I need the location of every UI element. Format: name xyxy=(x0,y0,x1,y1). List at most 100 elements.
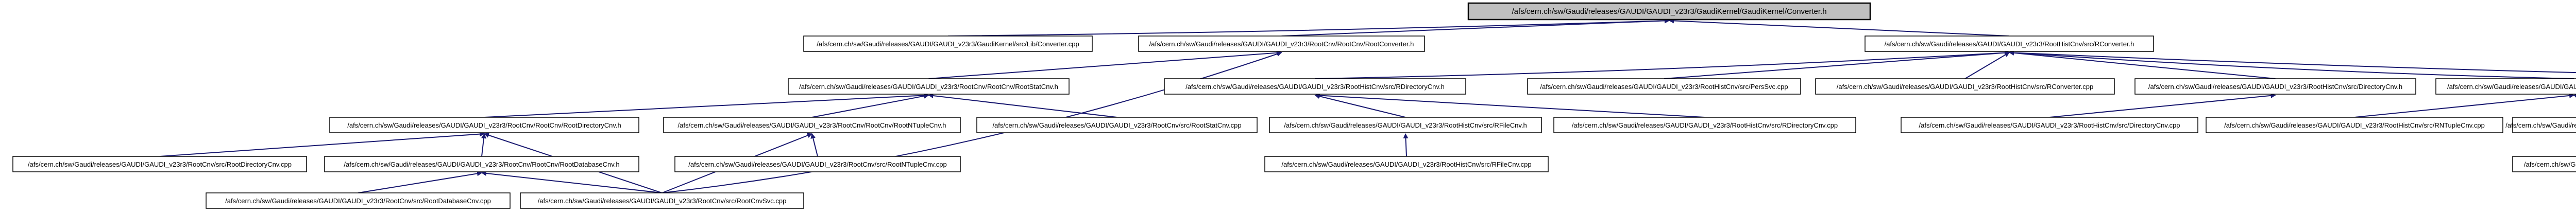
graph-node-rootdatabasecnv_h[interactable]: /afs/cern.ch/sw/Gaudi/releases/GAUDI/GAU… xyxy=(324,156,639,172)
node-box[interactable] xyxy=(2512,156,2576,172)
include-edge-rootstatcnv_cpp-to-rootstatcnv_h xyxy=(928,93,1117,118)
node-label: /afs/cern.ch/sw/Gaudi/releases/GAUDI/GAU… xyxy=(347,121,621,129)
node-box[interactable] xyxy=(1164,78,1466,95)
include-edge-rntuplecnv_h-to-rconverter_h xyxy=(2009,50,2574,79)
node-box[interactable] xyxy=(1901,117,2198,133)
node-box[interactable] xyxy=(520,192,804,209)
graph-node-rconverter_h[interactable]: /afs/cern.ch/sw/Gaudi/releases/GAUDI/GAU… xyxy=(1865,35,2154,52)
node-label: /afs/cern.ch/sw/Gaudi/releases/GAUDI/GAU… xyxy=(1284,121,1527,129)
include-edge-rcwntuplecnv_h-to-rntuplecnv_h xyxy=(2573,93,2576,98)
node-label: /afs/cern.ch/sw/Gaudi/releases/GAUDI/GAU… xyxy=(2505,121,2576,129)
node-label: /afs/cern.ch/sw/Gaudi/releases/GAUDI/GAU… xyxy=(817,40,1079,48)
include-edge-rootconverter_h-to-converter_h xyxy=(1281,18,1670,37)
node-box[interactable] xyxy=(329,117,639,133)
node-box[interactable] xyxy=(1264,156,1549,172)
graph-node-rntuplecnv_cpp[interactable]: /afs/cern.ch/sw/Gaudi/releases/GAUDI/GAU… xyxy=(2206,117,2503,133)
include-edge-converter_cpp-to-converter_h xyxy=(947,18,1670,37)
graph-node-rootntuplecnv_cpp[interactable]: /afs/cern.ch/sw/Gaudi/releases/GAUDI/GAU… xyxy=(674,156,961,172)
node-box[interactable] xyxy=(803,35,1093,52)
node-box[interactable] xyxy=(2134,78,2416,95)
graph-node-rootstatcnv_h[interactable]: /afs/cern.ch/sw/Gaudi/releases/GAUDI/GAU… xyxy=(788,78,1070,95)
node-box[interactable] xyxy=(1553,117,1856,133)
include-edge-rdirectorycnv_h-to-rconverter_h xyxy=(1315,50,2010,79)
include-edge-rootntuplecnv_cpp-to-rootntuplecnv_h xyxy=(810,133,818,157)
include-edge-rootdatabasecnv_cpp-to-rootdatabasecnv_h xyxy=(358,171,482,193)
node-label: /afs/cern.ch/sw/Gaudi/releases/GAUDI/GAU… xyxy=(1512,7,1826,16)
graph-node-rntuplecnv_h[interactable]: /afs/cern.ch/sw/Gaudi/releases/GAUDI/GAU… xyxy=(2435,78,2576,95)
include-edge-rrwntuplecnv_h-to-rntuplecnv_h xyxy=(2573,94,2576,99)
node-box[interactable] xyxy=(976,117,1258,133)
node-box[interactable] xyxy=(1865,35,2154,52)
graph-node-rootdatabasecnv_cpp[interactable]: /afs/cern.ch/sw/Gaudi/releases/GAUDI/GAU… xyxy=(206,192,511,209)
graph-node-converter_cpp[interactable]: /afs/cern.ch/sw/Gaudi/releases/GAUDI/GAU… xyxy=(803,35,1093,52)
graph-node-rootdirectorycnv_cpp[interactable]: /afs/cern.ch/sw/Gaudi/releases/GAUDI/GAU… xyxy=(12,156,307,172)
node-label: /afs/cern.ch/sw/Gaudi/releases/GAUDI/GAU… xyxy=(2447,83,2576,91)
include-edge-rfilecnv_cpp-to-rfilecnv_h xyxy=(1403,133,1409,157)
node-box[interactable] xyxy=(2206,117,2503,133)
node-box[interactable] xyxy=(1269,117,1542,133)
graph-node-rfilecnv_cpp[interactable]: /afs/cern.ch/sw/Gaudi/releases/GAUDI/GAU… xyxy=(1264,156,1549,172)
node-box[interactable] xyxy=(1815,78,2115,95)
node-label: /afs/cern.ch/sw/Gaudi/releases/GAUDI/GAU… xyxy=(1540,83,1788,91)
graph-node-rdirectorycnv_cpp[interactable]: /afs/cern.ch/sw/Gaudi/releases/GAUDI/GAU… xyxy=(1553,117,1856,133)
node-box[interactable] xyxy=(324,156,639,172)
include-edge-perssvc_cpp-to-rconverter_h xyxy=(1664,50,2010,79)
node-box[interactable] xyxy=(788,78,1070,95)
node-box[interactable] xyxy=(12,156,307,172)
include-edge-rootstatcnv_h-to-rootconverter_h xyxy=(928,50,1282,79)
graph-node-perssvc_cpp[interactable]: /afs/cern.ch/sw/Gaudi/releases/GAUDI/GAU… xyxy=(1527,78,1801,95)
node-label: /afs/cern.ch/sw/Gaudi/releases/GAUDI/GAU… xyxy=(688,160,946,168)
include-edge-directorycnv_h-to-rconverter_h xyxy=(2009,50,2276,79)
graph-node-converter_h[interactable]: /afs/cern.ch/sw/Gaudi/releases/GAUDI/GAU… xyxy=(1467,2,1871,21)
node-label: /afs/cern.ch/sw/Gaudi/releases/GAUDI/GAU… xyxy=(1919,121,2180,129)
node-label: /afs/cern.ch/sw/Gaudi/releases/GAUDI/GAU… xyxy=(1185,83,1445,91)
node-label: /afs/cern.ch/sw/Gaudi/releases/GAUDI/GAU… xyxy=(1572,121,1838,129)
graph-node-rfilecnv_h[interactable]: /afs/cern.ch/sw/Gaudi/releases/GAUDI/GAU… xyxy=(1269,117,1542,133)
graph-node-rrwntuplecnv_h[interactable]: /afs/cern.ch/sw/Gaudi/releases/GAUDI/GAU… xyxy=(2505,117,2576,133)
include-edge-rootcnvsvc_cpp-to-rootdatabasecnv_h xyxy=(481,171,663,193)
include-edge-rconverter_cpp-to-rconverter_h xyxy=(1964,52,2010,79)
node-box[interactable] xyxy=(674,156,961,172)
include-edge-rootdirectorycnv_h-to-rootstatcnv_h xyxy=(484,93,929,118)
node-box[interactable] xyxy=(2512,117,2576,133)
node-label: /afs/cern.ch/sw/Gaudi/releases/GAUDI/GAU… xyxy=(678,121,946,129)
node-label: /afs/cern.ch/sw/Gaudi/releases/GAUDI/GAU… xyxy=(344,160,619,168)
node-label: /afs/cern.ch/sw/Gaudi/releases/GAUDI/GAU… xyxy=(1149,40,1414,48)
nodes-layer: /afs/cern.ch/sw/Gaudi/releases/GAUDI/GAU… xyxy=(12,2,2576,209)
graph-node-rootstatcnv_cpp[interactable]: /afs/cern.ch/sw/Gaudi/releases/GAUDI/GAU… xyxy=(976,117,1258,133)
graph-node-directorycnv_cpp[interactable]: /afs/cern.ch/sw/Gaudi/releases/GAUDI/GAU… xyxy=(1901,117,2198,133)
include-edge-rntuplecnv_cpp-to-rntuplecnv_h xyxy=(2354,93,2574,118)
node-label: /afs/cern.ch/sw/Gaudi/releases/GAUDI/GAU… xyxy=(2524,160,2576,168)
graph-node-rconverter_cpp[interactable]: /afs/cern.ch/sw/Gaudi/releases/GAUDI/GAU… xyxy=(1815,78,2115,95)
include-edge-rootdatabasecnv_h-to-rootdirectorycnv_h xyxy=(481,133,486,157)
include-edge-rhistogramcnv_h-to-rconverter_h xyxy=(2009,50,2576,74)
node-label: /afs/cern.ch/sw/Gaudi/releases/GAUDI/GAU… xyxy=(2148,83,2402,91)
node-box[interactable] xyxy=(206,192,511,209)
node-label: /afs/cern.ch/sw/Gaudi/releases/GAUDI/GAU… xyxy=(992,121,1241,129)
node-label: /afs/cern.ch/sw/Gaudi/releases/GAUDI/GAU… xyxy=(1281,160,1531,168)
root-node-box[interactable] xyxy=(1467,2,1871,21)
graph-node-rootdirectorycnv_h[interactable]: /afs/cern.ch/sw/Gaudi/releases/GAUDI/GAU… xyxy=(329,117,639,133)
node-box[interactable] xyxy=(663,117,961,133)
graph-node-rootntuplecnv_h[interactable]: /afs/cern.ch/sw/Gaudi/releases/GAUDI/GAU… xyxy=(663,117,961,133)
node-label: /afs/cern.ch/sw/Gaudi/releases/GAUDI/GAU… xyxy=(799,83,1058,91)
node-box[interactable] xyxy=(2435,78,2576,95)
node-box[interactable] xyxy=(1138,35,1425,52)
include-edge-rfilecnv_h-to-rdirectorycnv_h xyxy=(1314,94,1406,118)
graph-node-rootconverter_h[interactable]: /afs/cern.ch/sw/Gaudi/releases/GAUDI/GAU… xyxy=(1138,35,1425,52)
node-label: /afs/cern.ch/sw/Gaudi/releases/GAUDI/GAU… xyxy=(538,197,787,205)
include-edge-directorycnv_cpp-to-directorycnv_h xyxy=(2049,93,2276,118)
graph-node-directorycnv_h[interactable]: /afs/cern.ch/sw/Gaudi/releases/GAUDI/GAU… xyxy=(2134,78,2416,95)
graph-node-rdirectorycnv_h[interactable]: /afs/cern.ch/sw/Gaudi/releases/GAUDI/GAU… xyxy=(1164,78,1466,95)
include-edge-rootdirectorycnv_cpp-to-rootdirectorycnv_h xyxy=(159,131,485,157)
include-edge-rdirectorycnv_cpp-to-rdirectorycnv_h xyxy=(1314,93,1705,118)
graph-node-rootcnvsvc_cpp[interactable]: /afs/cern.ch/sw/Gaudi/releases/GAUDI/GAU… xyxy=(520,192,804,209)
node-label: /afs/cern.ch/sw/Gaudi/releases/GAUDI/GAU… xyxy=(1885,40,2134,48)
graph-node-rrwntuplecnv_cpp[interactable]: /afs/cern.ch/sw/Gaudi/releases/GAUDI/GAU… xyxy=(2512,156,2576,172)
node-label: /afs/cern.ch/sw/Gaudi/releases/GAUDI/GAU… xyxy=(225,197,491,205)
node-label: /afs/cern.ch/sw/Gaudi/releases/GAUDI/GAU… xyxy=(2224,121,2485,129)
node-box[interactable] xyxy=(1527,78,1801,95)
include-edge-rootntuplecnv_h-to-rootstatcnv_h xyxy=(811,93,929,118)
